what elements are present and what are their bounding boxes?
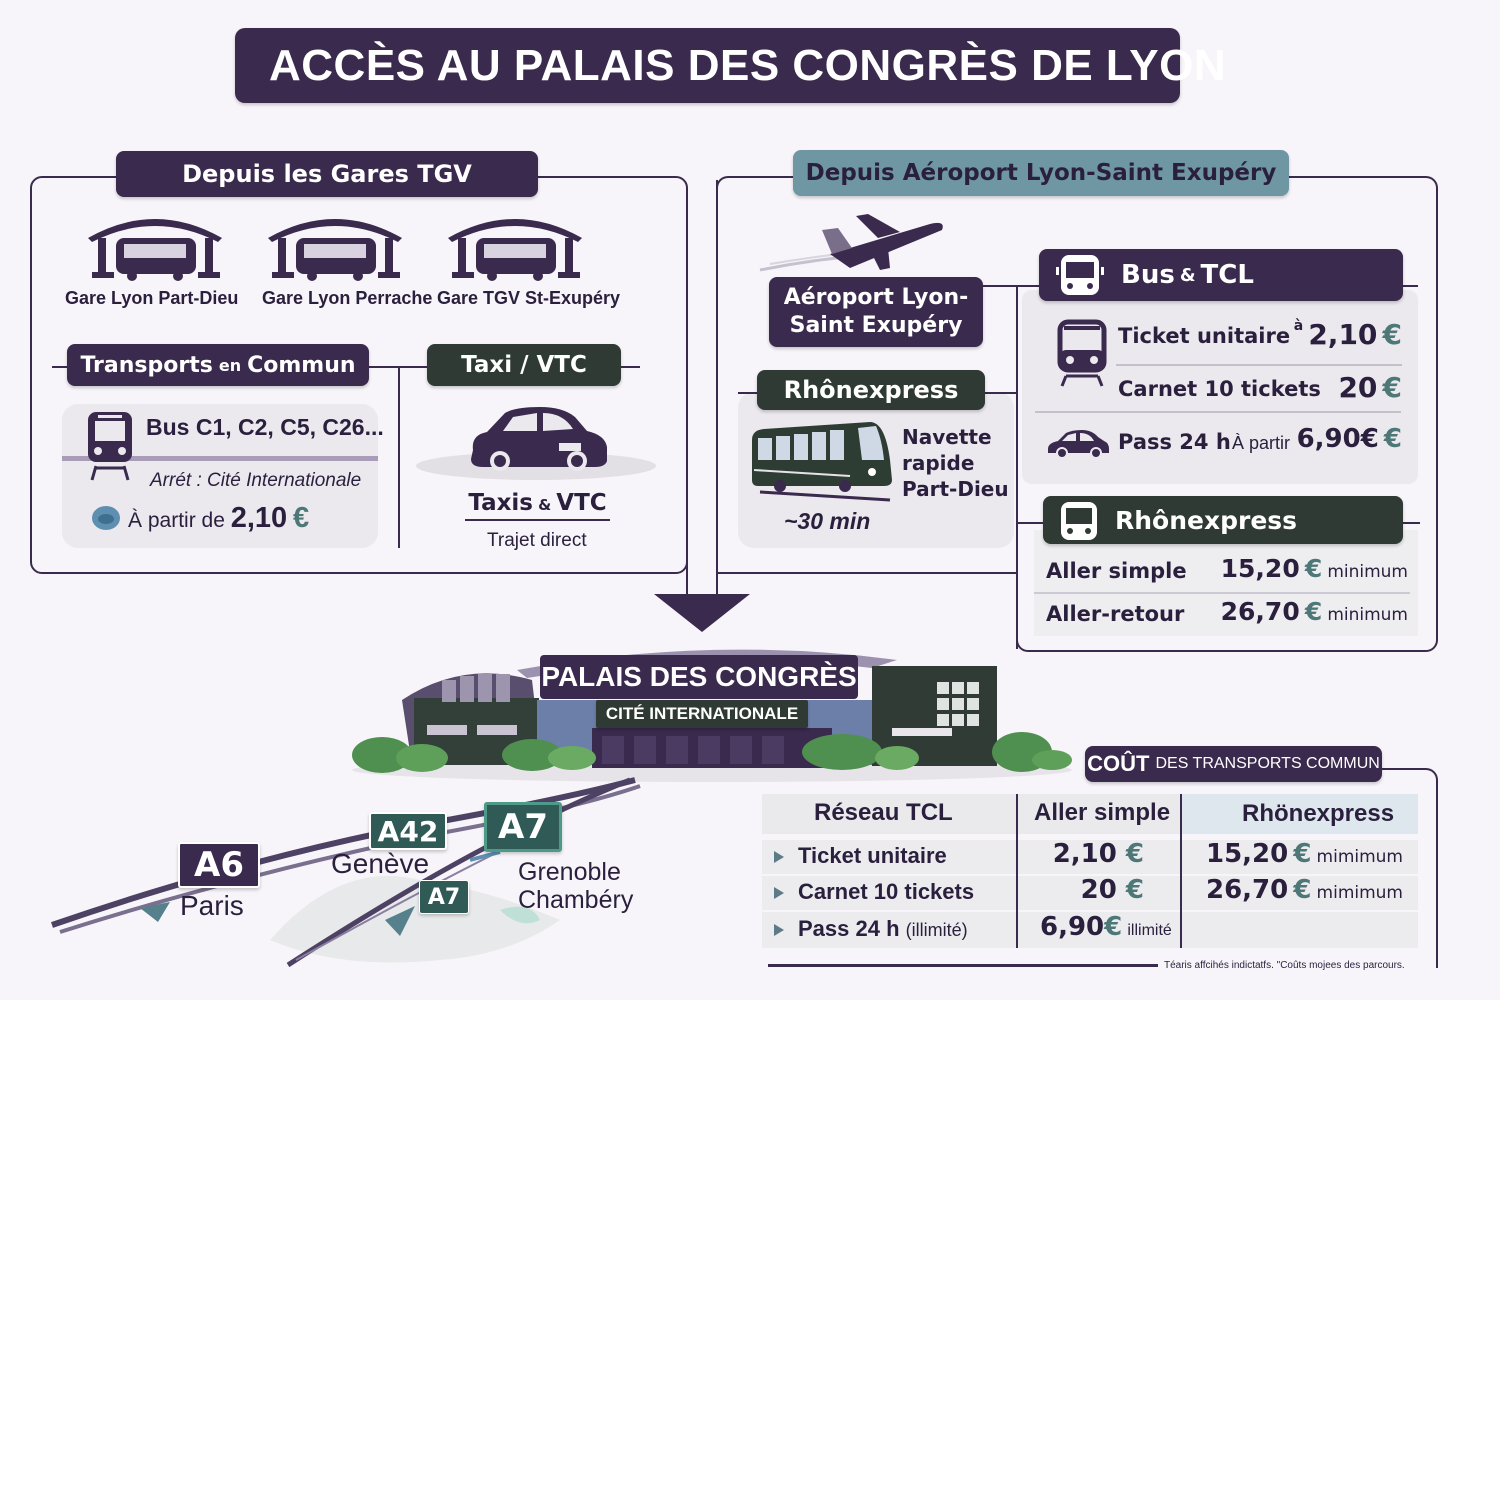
bus-front-icon: [88, 412, 132, 481]
column-header: Aller simple: [1034, 799, 1171, 826]
tcl-row-prefix: À partir: [1232, 433, 1291, 453]
divider-line: [1016, 285, 1018, 649]
road-destination-paris: Paris: [180, 890, 244, 921]
venue-name-banner: PALAIS DES CONGRÈS: [540, 655, 858, 699]
row-separator: [1116, 364, 1402, 366]
cost-table-frame: [1370, 768, 1438, 968]
venue-subtitle-banner: CITÉ INTERNATIONALE: [596, 700, 808, 728]
connector-line: [686, 560, 688, 600]
ticket-coin-icon: [92, 506, 120, 530]
row-separator: [1035, 411, 1401, 413]
tcl-price-cell: 2,10 €: [1052, 839, 1144, 869]
public-transport-header: Transports en Commun: [67, 344, 369, 386]
venue-name: PALAIS DES CONGRÈS: [541, 661, 857, 692]
column-divider: [1180, 794, 1182, 948]
station-item: Gare TGV St-Exupéry: [420, 208, 620, 318]
car-icon: [1048, 430, 1109, 459]
rhonexpress-duration: ~30 min: [784, 508, 871, 534]
tcl-row-price: à 2,10 €: [1293, 318, 1402, 351]
airport-section-header: Depuis Aéroport Lyon-Saint Exupéry: [793, 150, 1289, 196]
station-bus-icon: [88, 219, 222, 281]
station-item: Gare Lyon Perrache: [240, 208, 433, 318]
table-row: [762, 876, 1418, 910]
page-title-banner: ACCÈS AU PALAIS DES CONGRÈS DE LYON: [235, 28, 1226, 103]
tcl-row-price: 20 €: [1338, 371, 1402, 404]
bus-lines: Bus C1, C2, C5, C26...: [146, 414, 384, 440]
tcl-row-label: Carnet 10 tickets: [1118, 377, 1321, 401]
bus-icon: [1056, 255, 1104, 295]
bus-icon: [1061, 502, 1097, 540]
row-label: Carnet 10 tickets: [774, 879, 974, 905]
row-separator: [1034, 592, 1410, 594]
row-label: Pass 24 h (illimité): [774, 916, 968, 942]
infographic-canvas: ACCÈS AU PALAIS DES CONGRÈS DE LYON Depu…: [30, 28, 1438, 971]
car-icon: [471, 407, 607, 471]
rhonexpress-prices-card: [1034, 530, 1418, 636]
column-divider: [1016, 794, 1018, 948]
page-title: ACCÈS AU PALAIS DES CONGRÈS DE LYON: [269, 40, 1227, 90]
row-label: Ticket unitaire: [774, 843, 947, 869]
station-bus-icon: [268, 219, 402, 281]
public-transport-card: Bus C1, C2, C5, C26... Arrét : Cité Inte…: [62, 404, 384, 548]
rhonexpress-row-label: Aller-retour: [1046, 602, 1185, 626]
bus-front-icon: [1057, 319, 1107, 387]
tcl-row-label: Ticket unitaire: [1118, 324, 1291, 348]
tram-icon: [752, 422, 892, 502]
rhonexpress-row-price: 26,70 € minimum: [1220, 597, 1408, 626]
tgv-section-header: Depuis les Gares TGV: [116, 151, 538, 197]
road-destination-grenoble: Grenoble Chambéry: [518, 858, 634, 914]
cost-table-header-rx-bg: [1182, 794, 1418, 834]
road-sign-a7-main: A7: [484, 802, 562, 852]
taxi-header: Taxi / VTC: [427, 344, 621, 386]
rx-price-cell: 15,20 € mimimum: [1206, 839, 1403, 869]
tcl-price-cell: 20 €: [1080, 875, 1144, 905]
station-bus-icon: [448, 219, 582, 281]
road-sign-a7-secondary: A7: [419, 880, 469, 914]
footnote: Téaris affcihés indictatfs. "Coûts mojee…: [1164, 960, 1405, 971]
road-sign-a42: A42: [369, 812, 447, 850]
rx-price-cell: 26,70 € mimimum: [1206, 875, 1403, 905]
table-row: [762, 840, 1418, 874]
rhonexpress-description: Navette rapide Part-Dieu: [902, 425, 1009, 501]
column-header: Rhönexpress: [1242, 800, 1395, 827]
column-header: Réseau TCL: [814, 799, 953, 826]
taxi-title: Taxis & VTC: [465, 490, 610, 521]
rhonexpress-prices-frame: [1016, 520, 1438, 652]
rhonexpress-row-label: Aller simple: [1046, 559, 1187, 583]
station-label: Gare Lyon Part-Dieu: [65, 288, 239, 308]
airport-frame-bottom: [716, 572, 1018, 574]
airport-label: Aéroport Lyon- Saint Exupéry: [769, 277, 983, 347]
airplane-icon: [759, 214, 943, 272]
tcl-row-label: Pass 24 h: [1118, 430, 1231, 454]
station-label: Gare Lyon Perrache: [262, 288, 433, 308]
road-destination-geneve: Genève: [331, 848, 430, 879]
bus-tcl-header: Bus & TCL: [1039, 249, 1403, 301]
cost-table-header: COÛT DES TRANSPORTS COMMUN: [1085, 746, 1382, 782]
rhonexpress-row-price: 15,20 € minimum: [1220, 554, 1408, 583]
tcl-row-price: 6,90€ €: [1296, 424, 1402, 454]
divider-line: [398, 366, 400, 548]
bus-stop: Arrét : Cité Internationale: [150, 470, 362, 491]
tcl-price-cell: 6,90€ illimité: [1040, 912, 1172, 942]
footnote-rule: [768, 964, 1158, 967]
station-label: Gare TGV St-Exupéry: [437, 288, 621, 308]
road-sign-a6: A6: [178, 842, 260, 888]
station-item: Gare Lyon Part-Dieu: [60, 208, 250, 318]
venue-subtitle: CITÉ INTERNATIONALE: [605, 704, 799, 723]
rhonexpress-prices-header: Rhônexpress: [1043, 496, 1403, 544]
price-from: À partir de 2,10 €: [128, 502, 310, 534]
arrow-down-icon: [654, 594, 750, 632]
table-row: [762, 912, 1418, 948]
rail-line: [62, 456, 378, 461]
taxi-subtitle: Trajet direct: [487, 530, 587, 551]
rhonexpress-header: Rhônexpress: [757, 370, 985, 410]
